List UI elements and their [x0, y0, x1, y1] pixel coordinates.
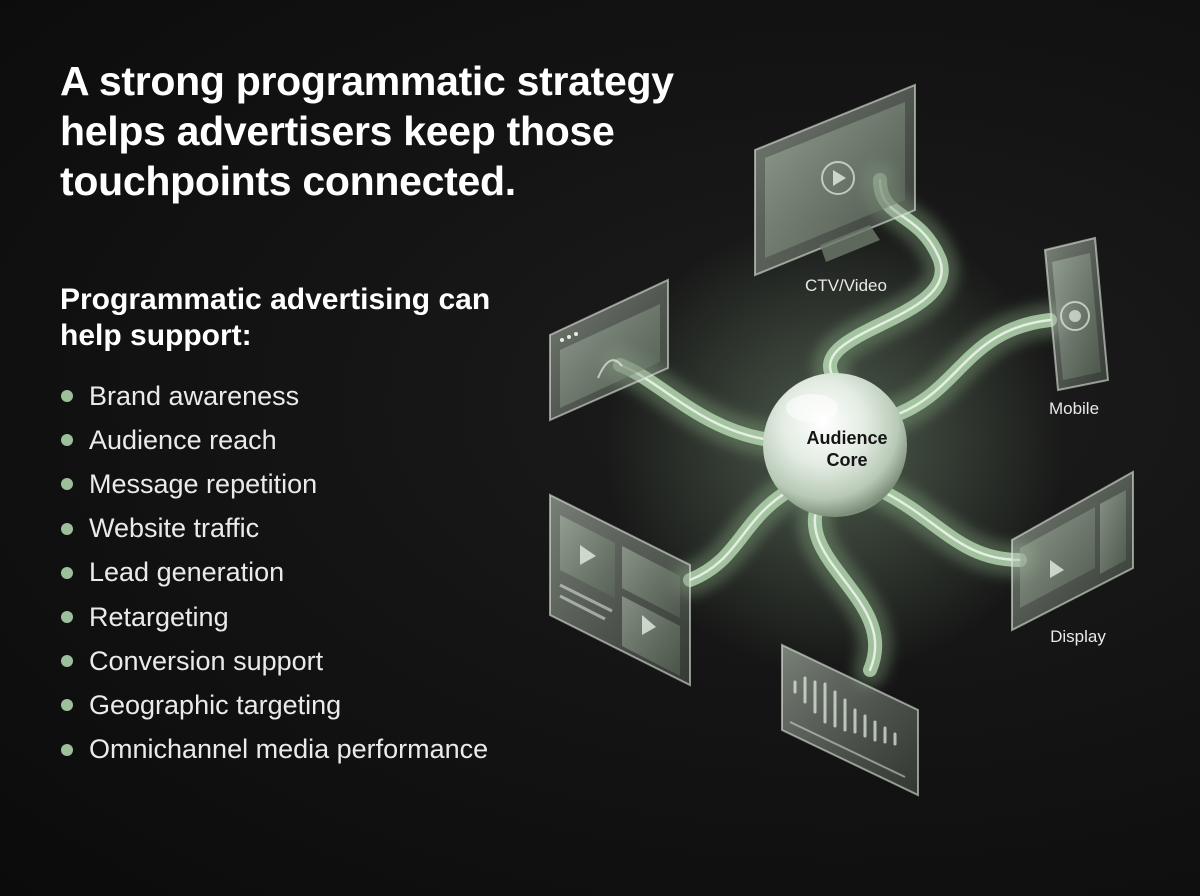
list-item-label: Lead generation: [89, 557, 285, 588]
list-item-label: Message repetition: [89, 468, 318, 499]
bullet-icon: [61, 699, 73, 712]
waveform-device: [781, 643, 919, 797]
list-item-label: Website traffic: [89, 513, 260, 544]
list-item: Audience reach: [60, 418, 488, 462]
bullet-icon: [61, 434, 73, 447]
bullet-icon: [61, 743, 73, 756]
headline: A strong programmatic strategy helps adv…: [60, 58, 674, 204]
list-item-label: Omnichannel media performance: [89, 734, 489, 765]
bullet-icon: [61, 566, 73, 579]
play-icon: [1050, 560, 1064, 578]
ctv-label: CTV/Video: [805, 276, 887, 295]
multi-panel-device: [549, 493, 691, 687]
mobile-label: Mobile: [1049, 399, 1099, 418]
core-label-line1: Audience: [806, 428, 887, 448]
tv-device: [754, 83, 916, 277]
list-item: Geographic targeting: [60, 683, 488, 727]
list-item: Conversion support: [60, 639, 488, 683]
list-item-label: Geographic targeting: [89, 689, 342, 720]
list-item-label: Retargeting: [89, 601, 229, 632]
bullet-icon: [61, 655, 73, 668]
play-icon: [642, 615, 656, 635]
display-label: Display: [1050, 627, 1106, 646]
play-icon: [821, 161, 855, 195]
benefits-list: Brand awareness Audience reach Message r…: [60, 374, 488, 772]
browser-device: [549, 278, 669, 422]
subheading: Programmatic advertising can help suppor…: [60, 283, 491, 352]
audience-core: Audience Core: [763, 373, 907, 517]
bullet-icon: [61, 390, 73, 403]
play-icon: [580, 545, 596, 565]
list-item: Brand awareness: [60, 374, 488, 418]
list-item: Message repetition: [60, 462, 488, 506]
mobile-device: [1043, 236, 1110, 392]
signal-icon: [597, 359, 623, 379]
channel-diagram: CTV/Video Mobile Display: [549, 83, 1134, 797]
bullet-icon: [61, 478, 73, 491]
list-item-label: Conversion support: [89, 645, 324, 676]
list-item-label: Audience reach: [89, 424, 277, 455]
list-item: Omnichannel media performance: [60, 728, 488, 772]
bullet-icon: [61, 611, 73, 624]
list-item: Lead generation: [60, 551, 488, 595]
list-item: Retargeting: [60, 595, 488, 639]
list-item-label: Brand awareness: [89, 380, 300, 411]
core-label-line2: Core: [826, 450, 867, 470]
audio-icon: [1060, 301, 1090, 331]
bullet-icon: [61, 522, 73, 535]
waveform-icon: [793, 676, 897, 746]
display-device: [1011, 470, 1134, 632]
list-item: Website traffic: [60, 507, 488, 551]
